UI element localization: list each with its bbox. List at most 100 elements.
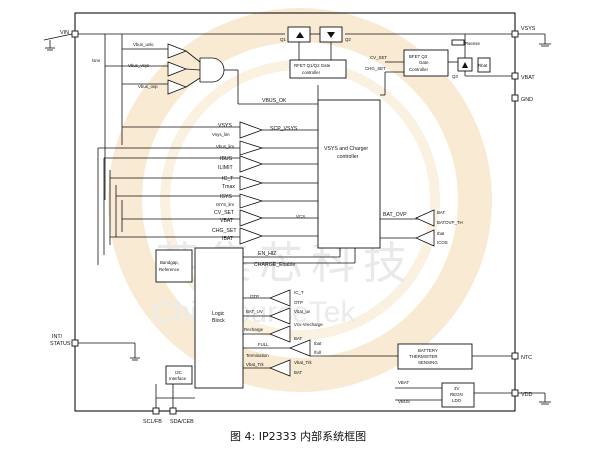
pin-gnd: GND — [511, 94, 533, 103]
ldo-vbat-label: VBAT — [398, 380, 409, 385]
svg-text:Q3: Q3 — [452, 74, 458, 79]
svg-text:Vcv-Vrecharge: Vcv-Vrecharge — [294, 322, 323, 327]
svg-text:Controller: Controller — [409, 67, 429, 72]
svg-text:Vbat_Trk: Vbat_Trk — [294, 360, 312, 365]
watermark-ring — [108, 8, 492, 392]
svg-text:OTP: OTP — [294, 300, 303, 305]
svg-text:BATTERY: BATTERY — [418, 348, 438, 353]
svg-text:SCL/FB: SCL/FB — [143, 419, 162, 425]
svg-text:VSYS: VSYS — [218, 123, 232, 129]
amp-cv-set: CV_SET VBAT VCS — [122, 209, 318, 227]
comparator-vbus-uvlo: Vbus_uvlo — [122, 42, 188, 59]
chg-set-top-label: CHG_SET — [365, 66, 386, 71]
svg-text:controller: controller — [302, 70, 321, 75]
comparator-recharge: Recharge Vcv-Vrecharge BAT — [243, 322, 323, 343]
svg-text:controller: controller — [337, 154, 359, 160]
pin-int-status: INT/ STATUS — [50, 334, 140, 361]
comparator-vbat-trk: Vbat_Trk Vbat_Trk BAT — [243, 359, 312, 377]
pin-vdd: VDD — [511, 389, 551, 405]
svg-text:Vbus_ovp: Vbus_ovp — [138, 84, 158, 89]
svg-text:Gate: Gate — [419, 60, 429, 65]
amp-ic-t: IC_T Tmax — [110, 175, 318, 191]
charge-enable-label: CHARGE_Enable — [254, 262, 295, 268]
svg-text:ILIMIT: ILIMIT — [218, 165, 234, 171]
svg-text:GND: GND — [521, 97, 533, 103]
svg-text:Tmax: Tmax — [222, 184, 235, 190]
svg-text:SCP_VSYS: SCP_VSYS — [270, 126, 298, 132]
svg-text:SENSING: SENSING — [418, 360, 438, 365]
svg-text:3V: 3V — [454, 386, 459, 391]
svg-text:BATOVP_TH: BATOVP_TH — [437, 220, 463, 225]
rfet-gate-controller: RFET Q1/Q2 Gate controller — [289, 59, 347, 79]
svg-text:Vbat_Trk: Vbat_Trk — [246, 362, 264, 367]
svg-text:CV_SET: CV_SET — [214, 210, 235, 216]
svg-text:INT/: INT/ — [52, 334, 63, 340]
comparator-batovp: BAT BATOVP_TH — [415, 209, 463, 227]
comparator-bat-uv: BAT_UV Vbat_uv — [243, 307, 311, 325]
svg-text:Rsense: Rsense — [465, 41, 480, 46]
svg-text:CHG_SET: CHG_SET — [212, 228, 237, 234]
svg-text:IC_T: IC_T — [222, 176, 234, 182]
and-gate — [185, 50, 318, 105]
svg-text:Ifull: Ifull — [314, 350, 321, 355]
figure-caption: 图 4: IP2333 内部系统框图 — [230, 429, 366, 443]
watermark-english: ChipSourceTek — [152, 296, 356, 329]
svg-text:IBUS: IBUS — [220, 156, 233, 162]
svg-text:VIN: VIN — [60, 30, 69, 36]
comparator-vbus-vsys: Vbus_vsys — [105, 61, 188, 77]
amp-isys: ISYS ISYS_lim — [116, 193, 318, 209]
svg-text:BFET Q3: BFET Q3 — [409, 54, 428, 59]
svg-text:NTC: NTC — [521, 355, 532, 361]
pin-vsys: VSYS — [511, 26, 551, 47]
svg-text:OTP: OTP — [250, 294, 259, 299]
bat-ovp-label: BAT_OVP — [383, 212, 407, 218]
svg-text:Rbat: Rbat — [478, 63, 488, 68]
svg-text:BAT: BAT — [294, 336, 303, 341]
amp-ibus: IBUS ILIMIT — [104, 155, 318, 173]
termination-label: Termination — [246, 353, 269, 358]
ldo-vbus-label: VBUS — [398, 399, 410, 404]
bfet-gate-controller: BFET Q3 Gate Controller — [403, 49, 449, 77]
svg-text:BAT: BAT — [437, 210, 446, 215]
vsys-charger-controller: VSYS and Charger controller — [317, 99, 381, 249]
svg-text:VSYS: VSYS — [521, 26, 536, 32]
svg-text:Vbus_vsys: Vbus_vsys — [128, 63, 150, 68]
cv-set-top-label: CV_SET — [370, 55, 387, 60]
rbat-resistor: Rbat — [477, 57, 491, 73]
svg-text:Vbat_uv: Vbat_uv — [294, 309, 311, 314]
svg-text:VDD: VDD — [521, 392, 532, 398]
battery-thermistor-sensing: BATTERY THERMISTER SENSING — [397, 343, 473, 370]
svg-text:IBAT: IBAT — [222, 236, 234, 242]
svg-text:Logic: Logic — [212, 311, 225, 317]
svg-text:Interface: Interface — [169, 376, 187, 381]
svg-text:ICOS: ICOS — [437, 240, 448, 245]
svg-text:I2C: I2C — [175, 370, 182, 375]
svg-text:Vbus_uvlo: Vbus_uvlo — [133, 42, 154, 47]
comparator-otp: OTP IC_T OTP — [243, 289, 304, 307]
svg-text:ISYS_lim: ISYS_lim — [216, 202, 234, 207]
vbus-ok-label: VBUS_OK — [262, 98, 287, 104]
svg-text:Recharge: Recharge — [244, 327, 264, 332]
svg-text:Q2: Q2 — [345, 37, 351, 42]
svg-text:STATUS: STATUS — [50, 341, 71, 347]
comparator-full: FULL Ibat Ifull — [243, 339, 322, 357]
svg-text:BAT_UV: BAT_UV — [246, 309, 263, 314]
bandgap-reference: Bandgap, Reference — [155, 249, 193, 283]
amp-vsys: VSYS Vsys_lim SCP_VSYS — [122, 121, 318, 139]
mosfet-q1: Q1 — [280, 26, 311, 43]
svg-text:Bandgap,: Bandgap, — [160, 260, 179, 265]
svg-text:REGN: REGN — [450, 392, 463, 397]
svg-text:FULL: FULL — [258, 342, 269, 347]
svg-text:Vsys_lim: Vsys_lim — [212, 132, 230, 137]
svg-text:Ibat: Ibat — [314, 341, 322, 346]
amp-chg-set: CHG_SET IBAT — [110, 227, 318, 245]
amp-vbus-lim: Vbus_lim — [98, 140, 318, 156]
svg-text:Block: Block — [212, 318, 225, 324]
isns-label: Isns — [92, 58, 101, 63]
i2c-interface: I2C Interface — [165, 365, 193, 385]
svg-text:IC_T: IC_T — [294, 290, 304, 295]
svg-text:LDO: LDO — [452, 398, 462, 403]
svg-text:VCS: VCS — [296, 214, 305, 219]
comparator-icos: Ibat ICOS — [380, 229, 448, 247]
